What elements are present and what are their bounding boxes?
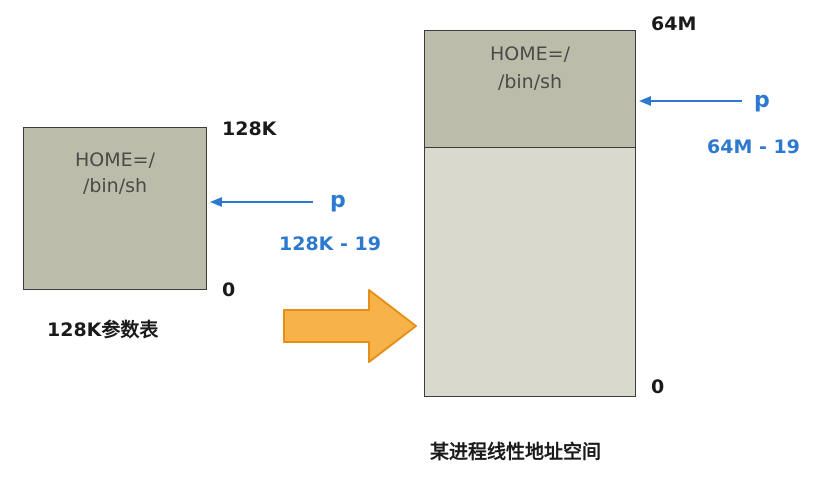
address-space-caption: 某进程线性地址空间 bbox=[430, 441, 602, 463]
address-space-top-label: 64M bbox=[651, 13, 697, 35]
param-table-env-home: HOME=/ bbox=[75, 149, 155, 171]
address-space-pointer-label: p bbox=[754, 88, 770, 113]
transfer-arrow-icon bbox=[283, 289, 417, 363]
address-space-env-shell: /bin/sh bbox=[497, 71, 563, 93]
param-table-caption: 128K参数表 bbox=[47, 319, 159, 341]
address-space-env-home: HOME=/ bbox=[490, 43, 570, 65]
address-space-block: HOME=/ /bin/sh bbox=[424, 30, 636, 397]
param-table-block: HOME=/ /bin/sh bbox=[23, 127, 207, 290]
param-table-top-label: 128K bbox=[222, 118, 277, 140]
address-space-bottom-label: 0 bbox=[651, 376, 665, 398]
address-space-pointer-value: 64M - 19 bbox=[707, 136, 800, 158]
param-table-bottom-label: 0 bbox=[222, 279, 236, 301]
param-table-pointer-label: p bbox=[330, 188, 346, 213]
address-space-param-segment: HOME=/ /bin/sh bbox=[425, 31, 635, 148]
param-table-pointer-value: 128K - 19 bbox=[279, 233, 381, 255]
address-space-pointer-arrow-icon bbox=[639, 96, 742, 106]
param-table-pointer-arrow-icon bbox=[210, 197, 313, 207]
param-table-env-shell: /bin/sh bbox=[82, 175, 148, 197]
